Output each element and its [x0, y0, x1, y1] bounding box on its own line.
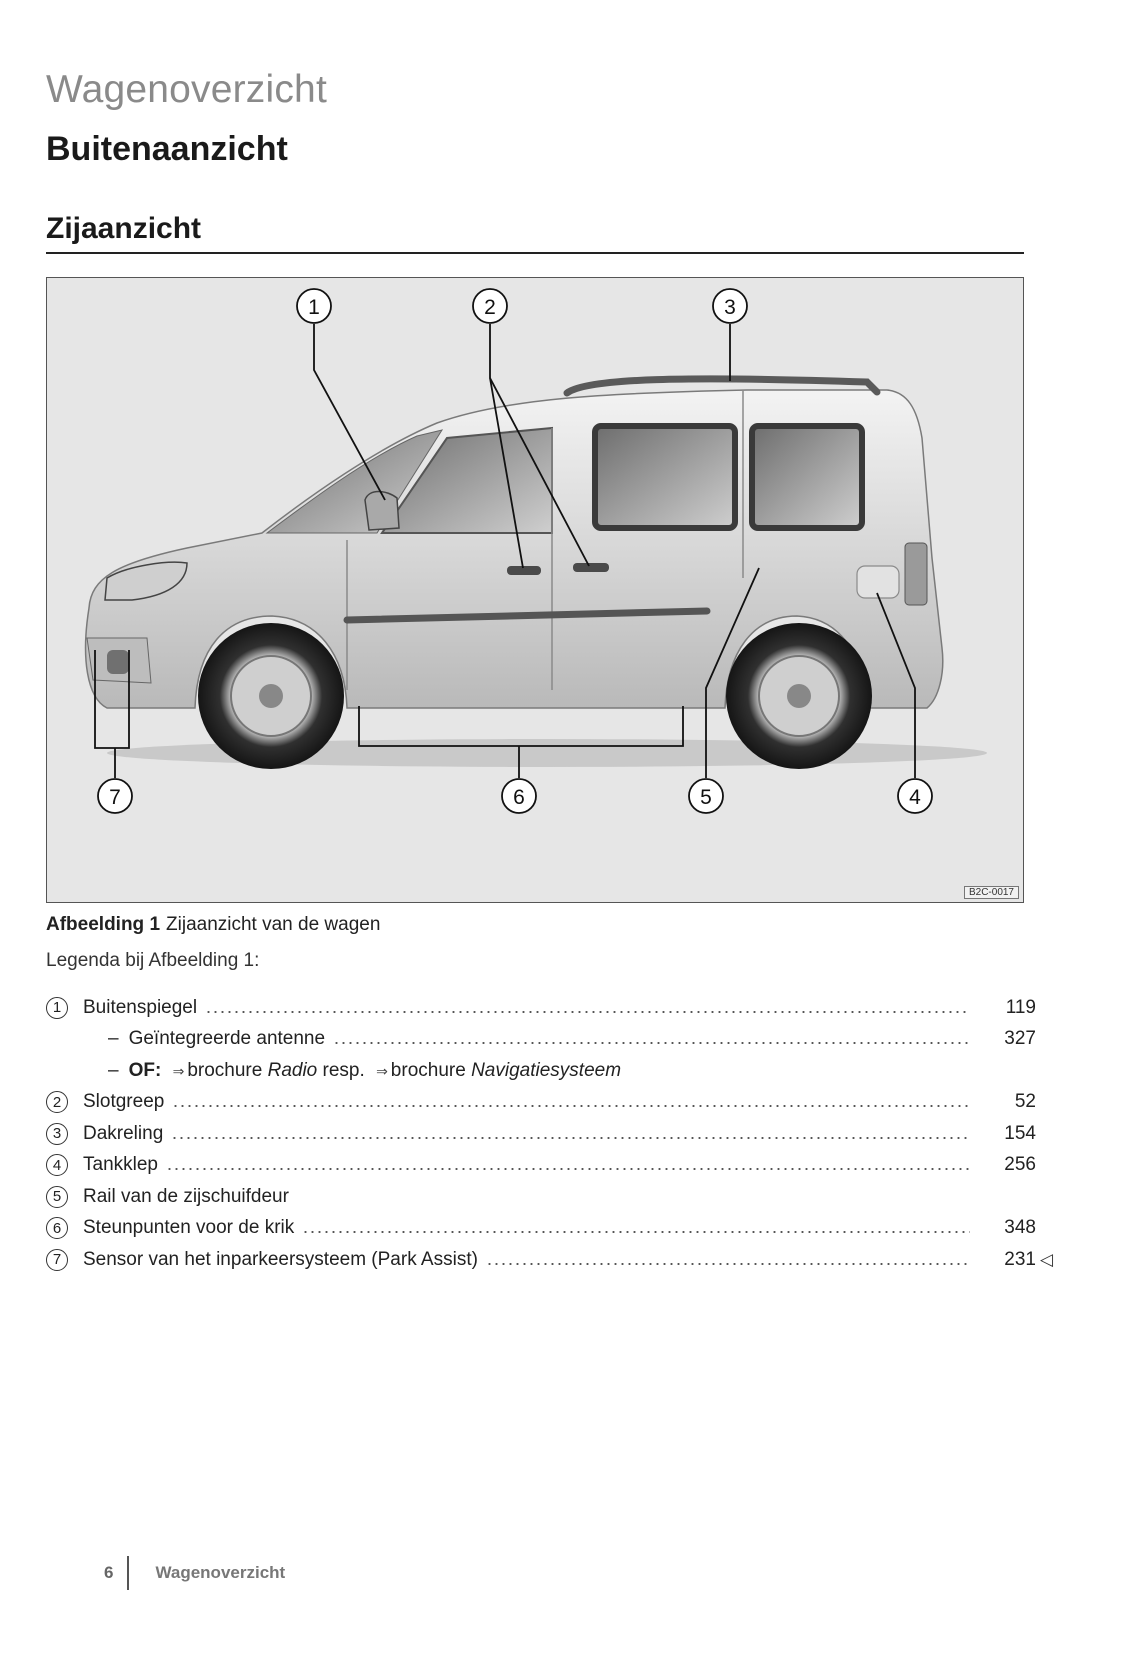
sub-title: Zijaanzicht [46, 212, 201, 246]
rear-wheel [726, 623, 872, 769]
section-title: Buitenaanzicht [46, 130, 288, 169]
brochure-text: brochure [187, 1060, 262, 1081]
figure-code: B2C-0017 [964, 886, 1019, 899]
leader-dots [333, 1042, 970, 1044]
callout-1-label: 1 [308, 296, 320, 319]
legend-item: 2 Slotgreep 52 [46, 1087, 1036, 1119]
rear-window-1 [595, 426, 735, 528]
front-wheel [198, 623, 344, 769]
legend-number: 7 [46, 1249, 68, 1271]
legend-label: OF: ⇒brochure Radio resp. ⇒brochure Navi… [129, 1060, 621, 1082]
legend-label: Geïntegreerde antenne [129, 1028, 326, 1050]
figure-side-view: 1 2 3 4 5 6 7 B2C-0017 [46, 277, 1024, 903]
legend-subitem: – OF: ⇒brochure Radio resp. ⇒brochure Na… [46, 1055, 1036, 1087]
legend-item: 5 Rail van de zijschuifdeur [46, 1181, 1036, 1213]
callout-1: 1 [297, 289, 331, 323]
chapter-title: Wagenoverzicht [46, 68, 327, 112]
radio-brochure-name: Radio [268, 1060, 318, 1081]
door-handle-front [507, 566, 541, 575]
tail-light [905, 543, 927, 605]
leader-dots [486, 1263, 970, 1265]
legend-label: Buitenspiegel [83, 997, 197, 1019]
legend-dash: – [108, 1028, 119, 1050]
callout-7: 7 [98, 779, 132, 813]
callout-3: 3 [713, 289, 747, 323]
rear-window-2 [752, 426, 862, 528]
legend-subitem: – Geïntegreerde antenne 327 [46, 1024, 1036, 1056]
legend-label: Rail van de zijschuifdeur [83, 1186, 289, 1208]
legend-number: 4 [46, 1154, 68, 1176]
leader-dots [172, 1105, 970, 1107]
legend-page: 256 [978, 1154, 1036, 1176]
legend-number: 5 [46, 1186, 68, 1208]
callout-4-label: 4 [909, 786, 921, 809]
leader-dots [166, 1168, 970, 1170]
legend-number: 1 [46, 997, 68, 1019]
legend-number: 3 [46, 1123, 68, 1145]
leader-dots [302, 1231, 970, 1233]
legend-label: Tankklep [83, 1154, 158, 1176]
callout-5-label: 5 [700, 786, 712, 809]
cross-reference-arrow-icon: ⇒ [173, 1063, 185, 1079]
callout-5: 5 [689, 779, 723, 813]
door-handle-rear [573, 563, 609, 572]
figure-caption: Afbeelding 1 Zijaanzicht van de wagen [46, 914, 380, 936]
callout-7-label: 7 [109, 786, 121, 809]
callout-4: 4 [898, 779, 932, 813]
fog-light [107, 650, 129, 674]
legend-item: 1 Buitenspiegel 119 [46, 992, 1036, 1024]
resp-text: resp. [323, 1060, 365, 1081]
legend-list: 1 Buitenspiegel 119 – Geïntegreerde ante… [46, 992, 1036, 1276]
legend-number: 6 [46, 1217, 68, 1239]
heading-rule [46, 252, 1024, 254]
navigation-brochure-name: Navigatiesysteem [471, 1060, 621, 1081]
legend-label: Slotgreep [83, 1091, 164, 1113]
brochure-text: brochure [391, 1060, 466, 1081]
legend-page: 119 [978, 997, 1036, 1019]
car-side-illustration: 1 2 3 4 5 6 7 [47, 278, 1023, 902]
leader-dots [205, 1011, 970, 1013]
legend-item: 3 Dakreling 154 [46, 1118, 1036, 1150]
legend-item: 6 Steunpunten voor de krik 348 [46, 1213, 1036, 1245]
cross-reference-arrow-icon: ⇒ [376, 1063, 388, 1079]
caption-text: Zijaanzicht van de wagen [166, 914, 380, 935]
legend-dash: – [108, 1060, 119, 1082]
section-end-triangle-icon: ◁ [1040, 1250, 1053, 1270]
callout-3-label: 3 [724, 296, 736, 319]
legend-item: 7 Sensor van het inparkeersysteem (Park … [46, 1244, 1036, 1276]
or-label: OF: [129, 1060, 162, 1081]
mirror-shape [365, 492, 399, 531]
legend-label: Dakreling [83, 1123, 163, 1145]
legend-label: Sensor van het inparkeersysteem (Park As… [83, 1249, 478, 1271]
caption-label: Afbeelding 1 [46, 914, 160, 935]
legend-intro: Legenda bij Afbeelding 1: [46, 950, 259, 972]
callout-6-label: 6 [513, 786, 525, 809]
legend-page: 52 [978, 1091, 1036, 1113]
legend-label: Steunpunten voor de krik [83, 1217, 294, 1239]
legend-page: 327 [978, 1028, 1036, 1050]
callout-6: 6 [502, 779, 536, 813]
legend-number: 2 [46, 1091, 68, 1113]
legend-page: 348 [978, 1217, 1036, 1239]
footer-divider [127, 1556, 129, 1590]
callout-2-label: 2 [484, 296, 496, 319]
page-number: 6 [104, 1563, 113, 1583]
legend-page: 231 [978, 1249, 1036, 1271]
legend-page: 154 [978, 1123, 1036, 1145]
leader-dots [171, 1137, 970, 1139]
page-footer: 6 Wagenoverzicht [104, 1556, 285, 1590]
callout-2: 2 [473, 289, 507, 323]
footer-title: Wagenoverzicht [155, 1563, 285, 1583]
legend-item: 4 Tankklep 256 [46, 1150, 1036, 1182]
